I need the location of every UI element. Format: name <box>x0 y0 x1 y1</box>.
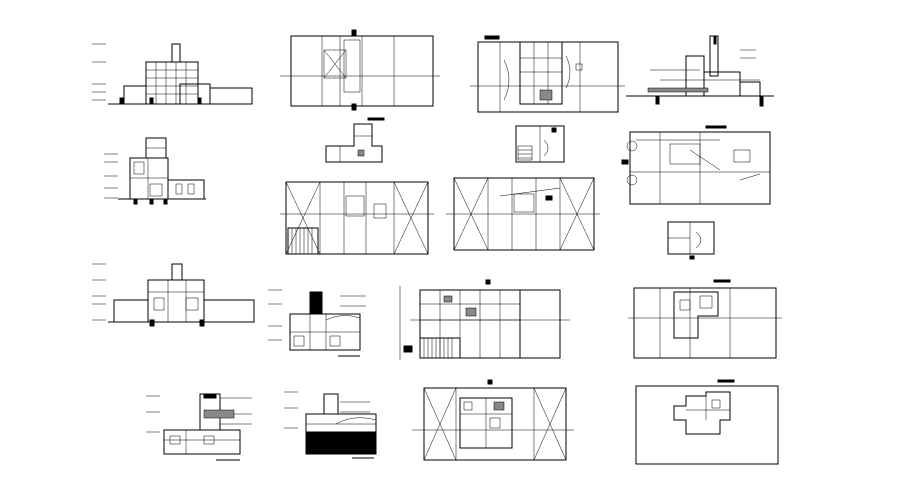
detail-plan-3 <box>667 221 715 260</box>
side-elevation-1 <box>626 35 774 107</box>
floor-plan-1 <box>470 35 625 113</box>
site-plan-5 <box>635 379 779 465</box>
roof-plan-1 <box>621 125 771 205</box>
floor-plan-2 <box>399 279 570 360</box>
section-3 <box>284 391 377 459</box>
floor-plan-3 <box>412 379 574 461</box>
detail-plan-1 <box>325 117 385 163</box>
elevation-2 <box>92 263 255 327</box>
section-1 <box>104 137 206 205</box>
section-2 <box>268 289 366 357</box>
site-plan-1 <box>280 29 440 111</box>
front-elevation-1 <box>92 43 253 105</box>
site-plan-3 <box>446 177 600 251</box>
site-plan-2 <box>280 181 434 255</box>
detail-plan-2 <box>515 125 565 163</box>
site-plan-4 <box>628 279 782 359</box>
elevation-3 <box>146 393 252 461</box>
